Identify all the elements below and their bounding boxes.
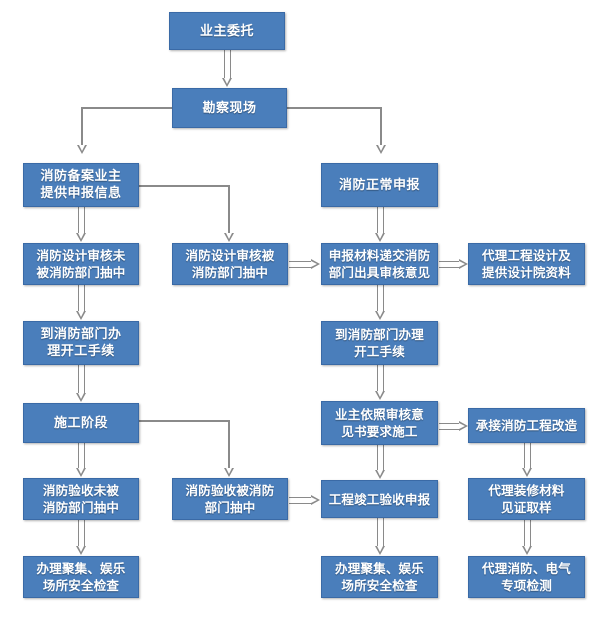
- connector-survey-right-drop: [380, 107, 382, 145]
- arrowhead-fire-record-to-selected: [224, 233, 234, 242]
- arrowhead-commission-to-survey: [222, 78, 232, 87]
- arrowhead-sampling-to-testing: [522, 546, 532, 555]
- node-design-review-not-selected[interactable]: 消防设计审核未 被消防部门抽中: [23, 243, 139, 285]
- arrowhead-start-work-right-to-owner-construct: [375, 391, 385, 400]
- connector-selected-to-submit: [289, 261, 311, 268]
- connector-sampling-to-testing: [524, 520, 531, 546]
- arrowhead-submit-to-start-work-right: [375, 311, 385, 320]
- connector-construction-to-acceptance-not-selected: [78, 443, 85, 468]
- arrowhead-construction-to-acceptance-not-selected: [76, 468, 86, 477]
- node-safety-inspection-middle[interactable]: 办理聚集、娱乐 场所安全检查: [321, 556, 438, 598]
- node-design-review-selected[interactable]: 消防设计审核被 消防部门抽中: [172, 243, 288, 285]
- connector-submit-to-start-work-right: [377, 285, 384, 311]
- connector-commission-to-survey: [224, 50, 231, 78]
- connector-normal-application-to-submit: [377, 207, 384, 233]
- node-agent-engineering-design[interactable]: 代理工程设计及 提供设计院资料: [468, 243, 585, 285]
- connector-retrofit-to-sampling: [524, 443, 531, 468]
- arrowhead-owner-construct-to-retrofit: [459, 421, 468, 431]
- arrowhead-not-selected-to-start-work-left: [76, 311, 86, 320]
- arrowhead-retrofit-to-sampling: [522, 468, 532, 477]
- arrowhead-selected-to-submit: [311, 259, 320, 269]
- connector-construction-to-acceptance-selected-h: [139, 420, 229, 422]
- connector-acceptance-selected-to-completion: [289, 497, 311, 504]
- connector-survey-left-branch: [81, 107, 174, 109]
- node-acceptance-not-selected[interactable]: 消防验收未被 消防部门抽中: [23, 478, 139, 520]
- connector-fire-record-to-not-selected: [78, 207, 85, 233]
- connector-owner-construct-to-retrofit: [439, 423, 459, 430]
- arrowhead-survey-to-normal-application: [376, 145, 386, 154]
- connector-not-selected-to-start-work-left: [78, 285, 85, 311]
- arrowhead-start-work-left-to-construction: [76, 393, 86, 402]
- arrowhead-survey-to-fire-record: [77, 145, 87, 154]
- arrowhead-construction-to-acceptance-selected: [224, 468, 234, 477]
- arrowhead-acceptance-selected-to-completion: [311, 495, 320, 505]
- node-undertake-fire-retrofit[interactable]: 承接消防工程改造: [468, 408, 585, 443]
- node-safety-inspection-left[interactable]: 办理聚集、娱乐 场所安全检查: [23, 556, 139, 598]
- node-fire-normal-application[interactable]: 消防正常申报: [321, 163, 438, 207]
- connector-start-work-right-to-owner-construct: [377, 365, 384, 391]
- connector-survey-left-drop: [81, 107, 83, 145]
- node-agent-fire-electrical-testing[interactable]: 代理消防、电气 专项检测: [468, 556, 585, 598]
- connector-survey-right-branch: [286, 107, 381, 109]
- node-construction-stage[interactable]: 施工阶段: [23, 403, 139, 443]
- node-owner-commission[interactable]: 业主委托: [169, 12, 285, 50]
- arrowhead-acceptance-not-selected-to-safety-left: [76, 546, 86, 555]
- node-site-survey[interactable]: 勘察现场: [172, 88, 287, 128]
- connector-owner-construct-to-completion: [377, 445, 384, 470]
- arrowhead-submit-to-agent-design: [459, 259, 468, 269]
- node-completion-acceptance-application[interactable]: 工程竣工验收申报: [321, 480, 438, 518]
- node-fire-record-owner-info[interactable]: 消防备案业主 提供申报信息: [23, 163, 139, 207]
- connector-completion-to-safety-middle: [377, 518, 384, 546]
- arrowhead-completion-to-safety-middle: [375, 546, 385, 555]
- connector-fire-record-to-selected-h: [139, 185, 229, 187]
- connector-fire-record-to-selected-v: [228, 185, 230, 233]
- arrowhead-fire-record-to-not-selected: [76, 233, 86, 242]
- node-acceptance-selected[interactable]: 消防验收被消防 部门抽中: [172, 478, 288, 520]
- connector-acceptance-not-selected-to-safety-left: [78, 520, 85, 546]
- arrowhead-normal-application-to-submit: [375, 233, 385, 242]
- connector-start-work-left-to-construction: [78, 365, 85, 393]
- arrowhead-owner-construct-to-completion: [375, 470, 385, 479]
- connector-submit-to-agent-design: [439, 261, 459, 268]
- node-start-work-procedure-right[interactable]: 到消防部门办理 开工手续: [321, 321, 438, 365]
- connector-construction-to-acceptance-selected-v: [228, 420, 230, 468]
- node-agent-decoration-material-sampling[interactable]: 代理装修材料 见证取样: [468, 478, 585, 520]
- node-submit-materials-review-opinion[interactable]: 申报材料递交消防 部门出具审核意见: [321, 243, 438, 285]
- node-start-work-procedure-left[interactable]: 到消防部门办 理开工手续: [23, 321, 139, 365]
- node-owner-construct-per-opinion[interactable]: 业主依照审核意 见书要求施工: [321, 401, 438, 445]
